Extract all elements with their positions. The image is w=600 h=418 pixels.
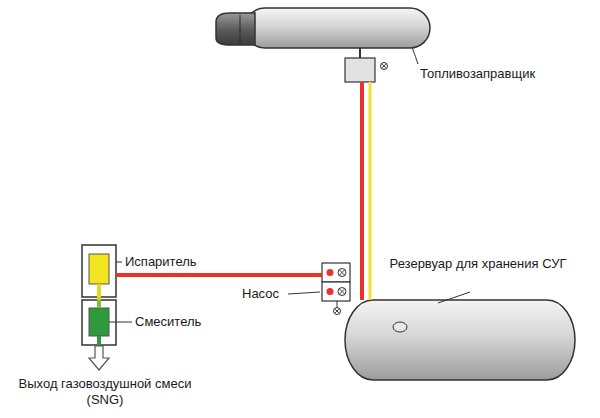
storage-tank: Резервуар для хранения СУГ xyxy=(345,300,575,380)
valve-cross xyxy=(382,64,387,69)
pump-body xyxy=(322,282,350,301)
mixer-outlet xyxy=(97,336,101,345)
leader-line xyxy=(438,292,470,303)
tank-hatch xyxy=(393,322,407,332)
part-label: Насос xyxy=(242,286,279,302)
leader-line xyxy=(288,292,320,294)
mixer-core xyxy=(89,308,109,336)
valve-cross xyxy=(339,270,345,276)
part-label: Смеситель xyxy=(135,314,201,330)
leader-line xyxy=(116,262,122,263)
valve-cross xyxy=(339,289,345,295)
part-label: Топливозаправщик xyxy=(420,66,535,82)
pump-port xyxy=(327,269,334,276)
vapor-return-pipe xyxy=(369,82,372,300)
tanker-body xyxy=(245,8,430,48)
valve-symbol xyxy=(338,269,346,277)
vaporizer-core xyxy=(89,254,109,284)
lpg-pipe xyxy=(360,82,364,300)
valve-symbol xyxy=(381,63,388,70)
vaporizer-outlet xyxy=(97,284,101,297)
valve-symbol xyxy=(334,308,341,315)
pump: Насос xyxy=(322,263,350,301)
tanker-cab xyxy=(216,13,255,45)
leader-line xyxy=(109,322,132,323)
cab-detail xyxy=(240,15,241,43)
tanker-pipe xyxy=(359,48,361,58)
vaporizer: Испаритель xyxy=(82,245,116,297)
output-label: Выход газовоздушной смеси (SNG) xyxy=(5,376,205,408)
storage-tank xyxy=(345,300,575,380)
valve-symbol xyxy=(338,288,346,296)
valve-cross xyxy=(335,309,340,314)
mixer: Смеситель xyxy=(82,300,116,345)
mixer-inlet xyxy=(97,300,101,308)
tanker-valve-box xyxy=(345,58,375,82)
pump-body xyxy=(322,263,350,282)
gas-pipe xyxy=(97,297,101,300)
pump-port xyxy=(327,288,334,295)
leader-line xyxy=(412,47,418,64)
part-label: Резервуар для хранения СУГ xyxy=(378,256,578,272)
vaporizer-housing xyxy=(82,245,116,297)
valve-stem xyxy=(337,301,338,308)
lpg-pipe xyxy=(116,273,322,277)
part-label: Испаритель xyxy=(125,254,197,270)
output-arrow xyxy=(89,346,109,370)
tanker-truck: Топливозаправщик xyxy=(215,5,430,82)
